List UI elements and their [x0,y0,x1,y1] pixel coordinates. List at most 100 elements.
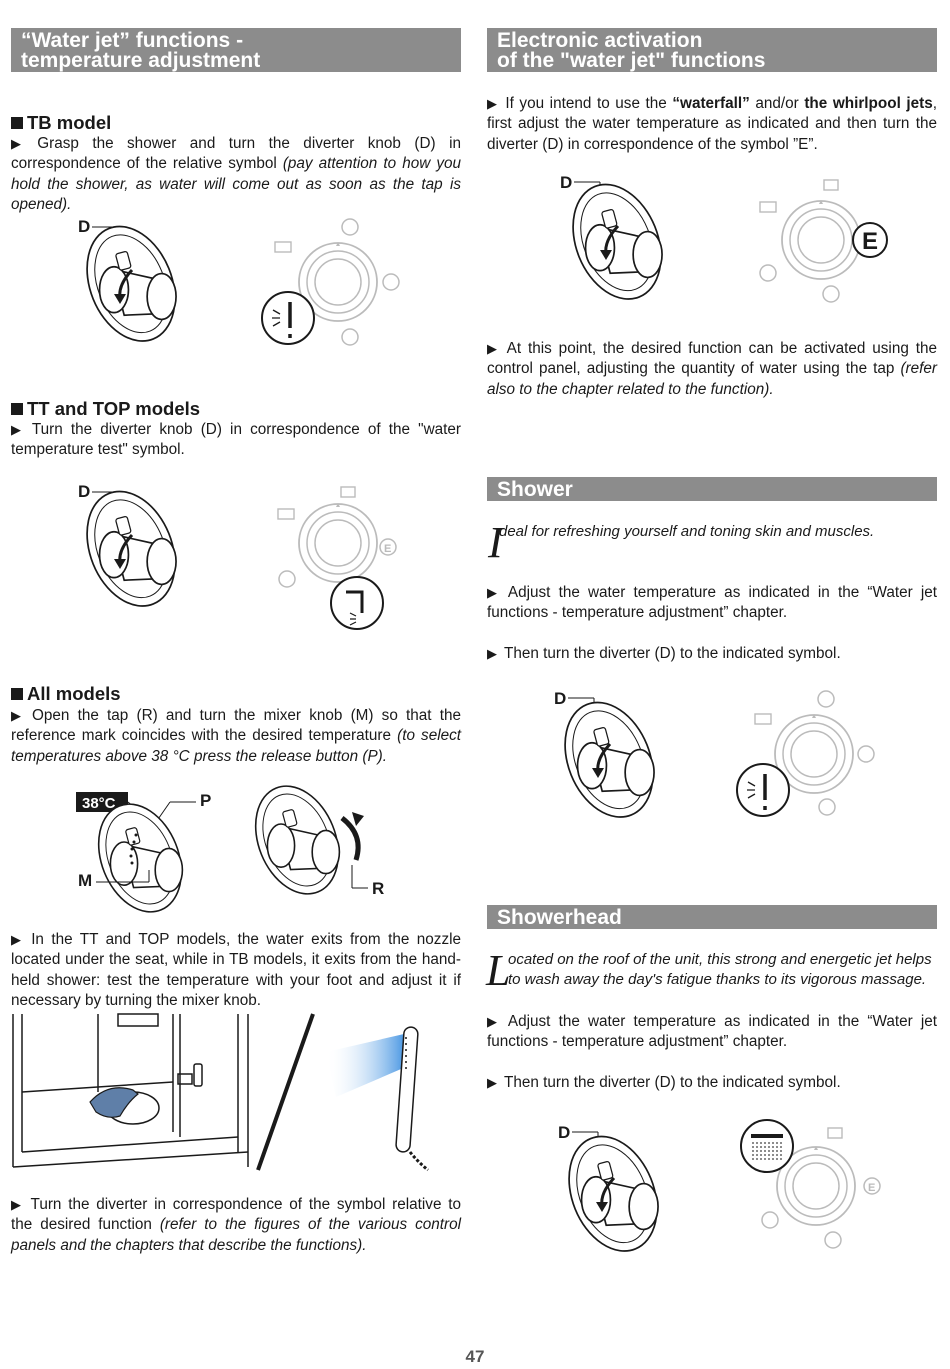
subheading-tt-top: TT and TOP models [11,398,200,420]
turn-text: Turn the diverter in correspondence of t… [11,1196,461,1234]
hand-shower-icon [395,1026,429,1172]
paragraph-shower-then: ▶Then turn the diverter (D) to the indic… [487,644,937,664]
dropcap-l: L [486,946,511,995]
elec-bold-waterfall: “waterfall” [672,95,750,112]
shower-adjust-text: Adjust the water temperature as indicate… [487,584,937,622]
seat-symbol-icon [754,713,772,725]
tb-text: Grasp the shower and turn the diverter k… [11,135,461,173]
showerhead-highlight-icon [740,1119,794,1173]
elec-bold-whirlpool: the whirlpool jets [804,95,933,112]
shower-symbol-icon [341,218,359,236]
banner-line-2: of the "water jet" functions [497,49,766,72]
section-banner-water-jet: “Water jet” functions - temperature adju… [11,28,461,72]
temperature-badge [76,792,128,812]
shower-title: Shower [497,478,573,501]
paragraph-turn: ▶Turn the diverter in correspondence of … [11,1195,461,1256]
foot-icon [89,1087,139,1118]
e-symbol-icon [863,1177,881,1195]
selector-dial [298,502,378,583]
showerhead-title: Showerhead [497,906,622,929]
paragraph-showerhead-adjust: ▶Adjust the water temperature as indicat… [487,1012,937,1053]
banner-line-1: Electronic activation [497,29,703,52]
showerhead-intro: ocated on the roof of the unit, this str… [508,950,938,991]
all-text: Open the tap (R) and turn the mixer knob… [11,707,462,745]
triangle-arrow-icon: ▶ [11,136,31,151]
label-d: D [560,173,572,192]
subheading-tb-title: TB model [27,112,112,133]
paragraph-electronic: ▶If you intend to use the “waterfall” an… [487,94,937,155]
elec-post: , first adjust the water temperature as … [487,95,938,153]
triangle-arrow-icon: ▶ [11,932,25,947]
showerhead-intro-text: ocated on the roof of the unit, this str… [508,951,932,989]
jet-symbol-icon [857,745,875,763]
shower-symbol-icon [761,1211,779,1229]
paragraph-showerhead-then: ▶ Then turn the diverter (D) to the indic… [487,1073,937,1093]
selector-dial [781,199,861,280]
e-symbol-icon [379,538,397,556]
paragraph-tt: ▶Turn the diverter knob (D) in correspon… [11,420,461,461]
label-d: D [558,1123,570,1142]
temperature-badge-text: 38°C [82,795,116,812]
square-bullet-icon [11,688,23,700]
figure-tb-diverter: D [70,212,400,356]
triangle-arrow-icon: ▶ [487,1014,501,1029]
waterfall-symbol-icon [340,486,356,498]
all-italic-note: (to select temperatures above 38 °C pres… [11,727,462,765]
temp-test-symbol-icon [824,1231,842,1249]
figure-tt-diverter: D E [70,477,397,630]
banner-line-1: “Water jet” functions - [21,29,244,52]
handshower-highlight-icon [261,291,315,345]
paragraph-tb: ▶Grasp the shower and turn the diverter … [11,134,461,216]
showerhead-then-text: Then turn the diverter (D) to the indica… [504,1074,841,1091]
label-d: D [554,689,566,708]
turn-italic-note: (refer to the figures of the various con… [11,1216,462,1254]
paragraph-nozzle: ▶In the TT and TOP models, the water exi… [11,930,461,1012]
waterfall-symbol-icon [827,1127,843,1139]
triangle-arrow-icon: ▶ [487,96,499,111]
handshower-highlight-icon [736,763,790,817]
figure-mixer: 38°C P M R [76,772,384,926]
temp-test-symbol-icon [822,285,840,303]
subheading-all-title: All models [27,683,121,704]
paragraph-all: ▶Open the tap (R) and turn the mixer kno… [11,706,461,767]
seat-symbol-icon [759,201,777,213]
shower-symbol-icon [817,690,835,708]
section-banner-showerhead: Showerhead [487,905,937,929]
figure-foot-test [12,1013,429,1172]
point-italic-note: (refer also to the chapter related to th… [487,360,937,398]
label-r: R [372,879,384,898]
shower-symbol-icon [278,570,296,588]
paragraph-activation: ▶At this point, the desired function can… [487,339,937,400]
figure-shower-diverter: D [548,688,875,832]
jet2-symbol-icon [818,798,836,816]
paragraph-shower-adjust: ▶Adjust the water temperature as indicat… [487,583,937,624]
triangle-arrow-icon: ▶ [11,422,25,437]
seat-symbol-icon [277,508,295,520]
showerhead-adjust-text: Adjust the water temperature as indicate… [487,1013,937,1051]
jet2-symbol-icon [341,328,359,346]
square-bullet-icon [11,117,23,129]
e-highlight-icon: E [852,222,888,258]
water-jet-spray [326,1034,408,1097]
shower-then-text: Then turn the diverter (D) to the indica… [504,645,841,662]
banner-line-2: temperature adjustment [21,49,261,72]
elec-pre: If you intend to use the [505,95,667,112]
dropcap-i: I [488,518,503,567]
figure-showerhead-diverter: D E [552,1119,881,1266]
triangle-arrow-icon: ▶ [11,708,25,723]
jet-symbol-icon [382,273,400,291]
label-d: D [78,217,90,236]
triangle-arrow-icon: ▶ [487,585,501,600]
triangle-arrow-icon: ▶ [487,1075,497,1090]
e-highlight-letter: E [862,228,878,255]
section-banner-shower: Shower [487,477,937,501]
label-d: D [78,482,90,501]
subheading-tb-model: TB model [11,112,111,134]
triangle-arrow-icon: ▶ [487,341,500,356]
waterfall-symbol-icon [823,179,839,191]
shower-intro: deal for refreshing yourself and toning … [499,523,875,540]
figure-electronic-diverter: D E [556,170,888,314]
nozzle-text: In the TT and TOP models, the water exit… [11,931,461,1010]
e-symbol-letter: E [868,1182,875,1194]
label-m: M [78,871,92,890]
